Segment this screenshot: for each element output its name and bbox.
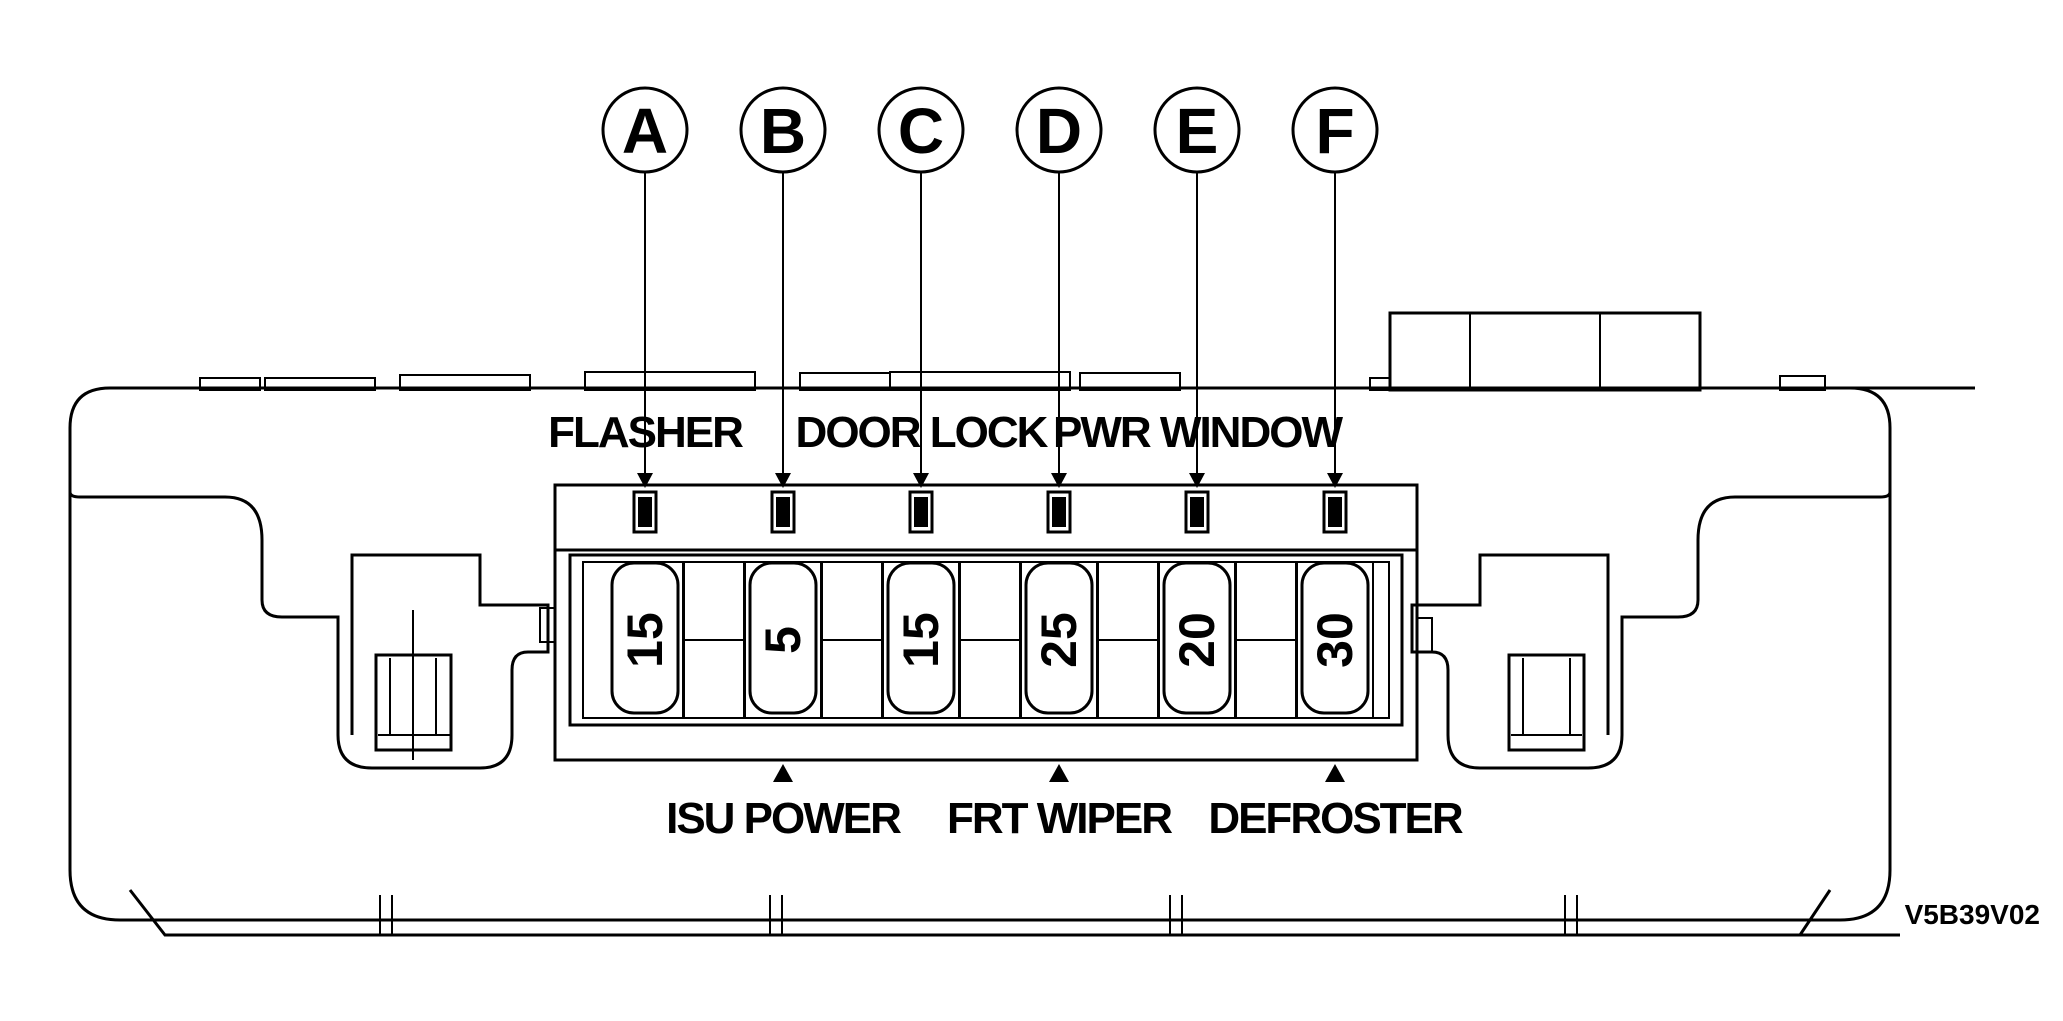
indicator-fill-a [638,497,652,527]
pointer-frt-wiper [1049,764,1069,782]
callout-letter-a: A [622,95,668,167]
fuse-e [1162,561,1232,715]
leader-arrow-a [637,473,653,488]
callout-letter-d: D [1036,95,1082,167]
callout-circles: A B C D E F [601,86,1379,174]
indicator-fill-f [1328,497,1342,527]
indicator-d [1046,490,1072,534]
fuse-rating-d: 25 [1031,612,1087,668]
indicator-fill-c [914,497,928,527]
leader-arrow-f [1327,473,1343,488]
fuse-d [1024,561,1094,715]
fuse-b [748,561,818,715]
indicator-b [770,490,796,534]
fuse-a [610,561,680,715]
fuses [610,561,1370,715]
fuse-rating-b: 5 [755,626,811,654]
fuse-block [539,483,1433,762]
fuse-rating-f: 30 [1307,612,1363,668]
leader-arrow-d [1051,473,1067,488]
indicator-c [908,490,934,534]
indicator-e [1184,490,1210,534]
fuse-rating-a: 15 [617,612,673,668]
pointer-defroster [1325,764,1345,782]
indicator-fill-b [776,497,790,527]
label-frt-wiper: FRT WIPER [947,794,1172,843]
callout-letter-b: B [760,95,806,167]
fuse-box-body [68,386,1900,937]
label-isu-power: ISU POWER [666,794,901,843]
right-latch [1410,491,1892,770]
callout-letter-c: C [898,95,944,167]
leader-arrow-c [913,473,929,488]
fuse-ratings: 15 5 15 25 20 30 [617,612,1363,668]
bottom-labels: ISU POWER FRT WIPER DEFROSTER [666,764,1465,843]
indicator-f [1322,490,1348,534]
top-labels: FLASHER DOOR LOCK PWR WINDOW [548,408,1345,457]
indicator-a [632,490,658,534]
indicator-fill-e [1190,497,1204,527]
label-pwr-window: PWR WINDOW [1053,408,1343,457]
label-flasher: FLASHER [548,408,743,457]
callout-leaders [637,172,1343,488]
leader-arrow-b [775,473,791,488]
label-door-lock: DOOR LOCK [796,408,1049,457]
fuse-slots [682,562,1374,718]
fuse-f [1300,561,1370,715]
callout-letter-e: E [1176,95,1219,167]
fuse-c [886,561,956,715]
callout-letter-f: F [1315,95,1354,167]
diagram-code: V5B39V02 [1905,899,2040,930]
label-defroster: DEFROSTER [1208,794,1463,843]
leader-arrow-e [1189,473,1205,488]
upper-housing [199,311,1975,392]
left-latch [68,491,550,770]
indicator-fill-d [1052,497,1066,527]
indicator-windows [632,490,1348,534]
pointer-isu-power [773,764,793,782]
fuse-rating-e: 20 [1169,612,1225,668]
fuse-rating-c: 15 [893,612,949,668]
